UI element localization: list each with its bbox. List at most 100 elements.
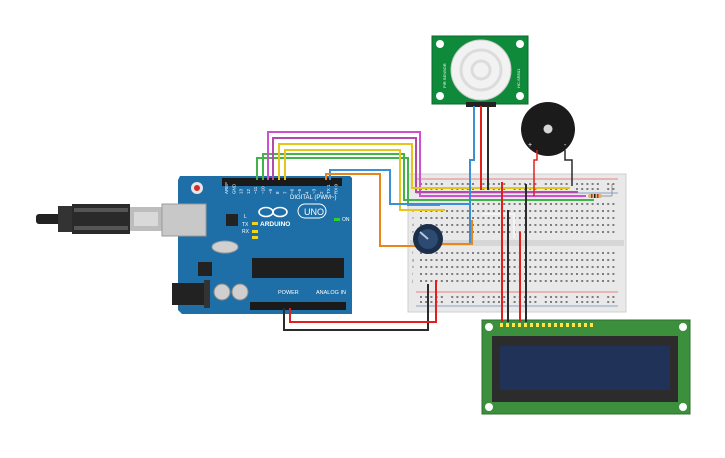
breadboard-hole[interactable] [487,203,490,205]
breadboard-hole[interactable] [472,183,474,185]
breadboard-hole[interactable] [492,280,495,282]
breadboard-hole[interactable] [612,259,615,261]
breadboard-hole[interactable] [503,252,506,254]
breadboard-hole[interactable] [565,259,568,261]
breadboard-hole[interactable] [555,183,558,185]
breadboard-hole[interactable] [565,301,568,303]
breadboard-hole[interactable] [560,210,563,212]
breadboard-hole[interactable] [425,273,428,275]
breadboard-hole[interactable] [487,273,490,275]
breadboard-hole[interactable] [576,224,578,226]
breadboard-hole[interactable] [565,252,568,254]
breadboard-hole[interactable] [466,252,469,254]
breadboard-hole[interactable] [513,183,516,185]
breadboard-hole[interactable] [430,266,433,268]
breadboard-hole[interactable] [466,259,469,261]
breadboard-hole[interactable] [544,252,547,254]
breadboard-hole[interactable] [602,217,604,219]
breadboard-hole[interactable] [487,266,490,268]
breadboard-hole[interactable] [586,217,589,219]
breadboard-hole[interactable] [420,266,422,268]
lcd-pin[interactable] [500,323,503,327]
breadboard-hole[interactable] [508,273,511,275]
breadboard-hole[interactable] [456,252,459,254]
breadboard-hole[interactable] [534,217,537,219]
breadboard-hole[interactable] [518,210,521,212]
breadboard-hole[interactable] [425,266,428,268]
breadboard-hole[interactable] [498,203,500,205]
breadboard-hole[interactable] [498,183,500,185]
breadboard-hole[interactable] [560,280,563,282]
lcd-pin[interactable] [560,323,563,327]
breadboard-hole[interactable] [596,259,599,261]
breadboard-hole[interactable] [487,224,490,226]
breadboard-hole[interactable] [576,183,578,185]
breadboard-hole[interactable] [565,273,568,275]
breadboard-hole[interactable] [472,296,474,298]
breadboard-hole[interactable] [430,273,433,275]
breadboard-hole[interactable] [576,259,578,261]
breadboard-hole[interactable] [596,296,599,298]
breadboard-hole[interactable] [612,183,615,185]
breadboard-hole[interactable] [560,301,563,303]
breadboard-hole[interactable] [534,296,537,298]
breadboard-hole[interactable] [607,259,610,261]
breadboard-hole[interactable] [430,183,433,185]
breadboard-hole[interactable] [472,301,474,303]
breadboard-hole[interactable] [539,259,542,261]
breadboard-hole[interactable] [555,296,558,298]
breadboard-hole[interactable] [607,188,610,190]
breadboard-hole[interactable] [576,252,578,254]
breadboard-hole[interactable] [555,210,558,212]
breadboard-hole[interactable] [503,231,506,233]
breadboard-hole[interactable] [581,217,584,219]
breadboard-hole[interactable] [456,224,459,226]
breadboard-hole[interactable] [456,217,459,219]
breadboard-hole[interactable] [508,259,511,261]
breadboard-hole[interactable] [555,231,558,233]
breadboard-hole[interactable] [534,280,537,282]
breadboard-hole[interactable] [596,266,599,268]
breadboard-hole[interactable] [503,183,506,185]
breadboard-hole[interactable] [591,188,594,190]
breadboard-hole[interactable] [492,231,495,233]
breadboard-hole[interactable] [586,188,589,190]
breadboard-hole[interactable] [607,296,610,298]
breadboard-hole[interactable] [451,224,454,226]
breadboard-hole[interactable] [446,280,448,282]
breadboard-hole[interactable] [534,210,537,212]
breadboard-hole[interactable] [498,259,500,261]
breadboard-hole[interactable] [508,210,511,212]
breadboard-hole[interactable] [498,296,500,298]
breadboard-hole[interactable] [508,280,511,282]
breadboard-hole[interactable] [487,210,490,212]
breadboard-hole[interactable] [576,296,578,298]
breadboard-hole[interactable] [446,259,448,261]
breadboard-hole[interactable] [612,266,615,268]
breadboard-hole[interactable] [472,203,474,205]
breadboard-hole[interactable] [461,183,464,185]
breadboard-hole[interactable] [581,301,584,303]
breadboard-hole[interactable] [607,224,610,226]
breadboard-hole[interactable] [498,266,500,268]
breadboard-hole[interactable] [602,203,604,205]
breadboard-hole[interactable] [440,217,443,219]
breadboard-hole[interactable] [440,296,443,298]
breadboard-hole[interactable] [440,183,443,185]
breadboard-hole[interactable] [576,210,578,212]
lcd-pin-header[interactable] [500,323,593,327]
breadboard-hole[interactable] [487,280,490,282]
breadboard-hole[interactable] [607,280,610,282]
breadboard-hole[interactable] [456,210,459,212]
breadboard-hole[interactable] [482,217,485,219]
breadboard-hole[interactable] [586,280,589,282]
breadboard-hole[interactable] [550,203,552,205]
breadboard-hole[interactable] [508,203,511,205]
breadboard-hole[interactable] [612,252,615,254]
breadboard-hole[interactable] [591,296,594,298]
breadboard-hole[interactable] [466,266,469,268]
breadboard-hole[interactable] [560,273,563,275]
resistor[interactable] [588,184,613,198]
breadboard-hole[interactable] [550,217,552,219]
breadboard-hole[interactable] [565,280,568,282]
